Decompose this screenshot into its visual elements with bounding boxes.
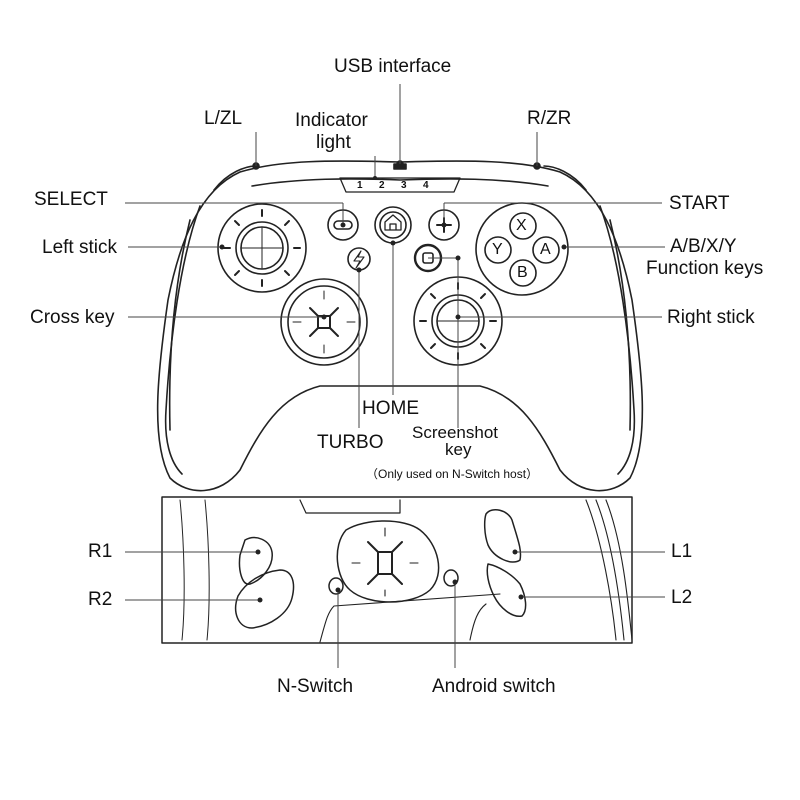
side-view-frame: [161, 496, 633, 644]
r2-label: R2: [88, 589, 113, 610]
l1-button: [483, 509, 522, 563]
cross-key-outer: [280, 278, 368, 366]
l1-label: L1: [671, 541, 693, 562]
left-stick-ring: [217, 203, 307, 293]
cross-key-glyph: [309, 307, 339, 337]
lzl-label: L/ZL: [204, 108, 243, 129]
side-cross-key: [336, 520, 440, 603]
controller-body-outline: [156, 160, 644, 492]
a-button-circle: [532, 236, 560, 264]
right-grip-ridge-2: [609, 219, 632, 431]
turbo-button: [347, 247, 371, 271]
y-button-label: Y: [492, 241, 503, 258]
left-grip-ridge: [164, 205, 201, 475]
r2-button: [234, 569, 295, 629]
right-stick-label: Right stick: [667, 307, 755, 328]
a-button-label: A: [540, 241, 551, 258]
screenshot-note: （Only used on N-Switch host）: [366, 467, 539, 481]
r1-button: [238, 536, 273, 585]
left-grip-ridge-2: [168, 219, 191, 431]
left-stick-cross: [241, 227, 283, 269]
screenshot-label-line1: Screenshot: [412, 423, 498, 442]
left-stick-label: Left stick: [42, 237, 117, 258]
controller-body-inner: [251, 178, 549, 187]
r1-label: R1: [88, 541, 113, 562]
b-button-circle: [509, 259, 537, 287]
home-label: HOME: [362, 398, 419, 419]
right-shoulder: [543, 165, 587, 191]
android-switch-toggle: [443, 569, 459, 587]
b-button-label: B: [517, 264, 528, 281]
start-label: START: [669, 193, 730, 214]
cross-key-label: Cross key: [30, 307, 115, 328]
n-switch-label: N-Switch: [277, 676, 354, 697]
function-keys-label: Function keys: [646, 258, 764, 279]
turbo-glyph: [353, 250, 365, 269]
left-stick-cap: [240, 226, 284, 270]
side-cross-glyph: [367, 541, 403, 585]
right-grip-ridge: [599, 205, 636, 475]
cross-key-inner: [287, 285, 361, 359]
x-button-label: X: [516, 217, 527, 234]
left-stick-cap-outer: [235, 221, 289, 275]
usb-interface-label: USB interface: [334, 56, 452, 77]
indicator-number-2: 2: [379, 180, 385, 191]
l2-button: [486, 563, 527, 617]
home-glyph: [384, 214, 402, 231]
x-button-circle: [509, 212, 537, 240]
n-switch-toggle: [328, 577, 344, 595]
indicator-number-4: 4: [423, 180, 429, 191]
indicator-number-3: 3: [401, 180, 407, 191]
l2-label: L2: [671, 587, 693, 608]
home-button-inner: [379, 211, 407, 239]
y-button-circle: [484, 236, 512, 264]
select-label: SELECT: [34, 189, 108, 210]
turbo-label: TURBO: [317, 432, 384, 453]
indicator-light-label-line1: Indicator: [295, 110, 368, 131]
rzr-label: R/ZR: [527, 108, 572, 129]
left-stick-ticks: [223, 209, 301, 287]
abxy-label: A/B/X/Y: [670, 236, 737, 257]
android-switch-label: Android switch: [432, 676, 556, 697]
screenshot-label-line2: key: [445, 440, 472, 459]
indicator-number-1: 1: [357, 180, 363, 191]
indicator-strip: [339, 177, 461, 193]
indicator-light-label-line2: light: [316, 132, 351, 153]
